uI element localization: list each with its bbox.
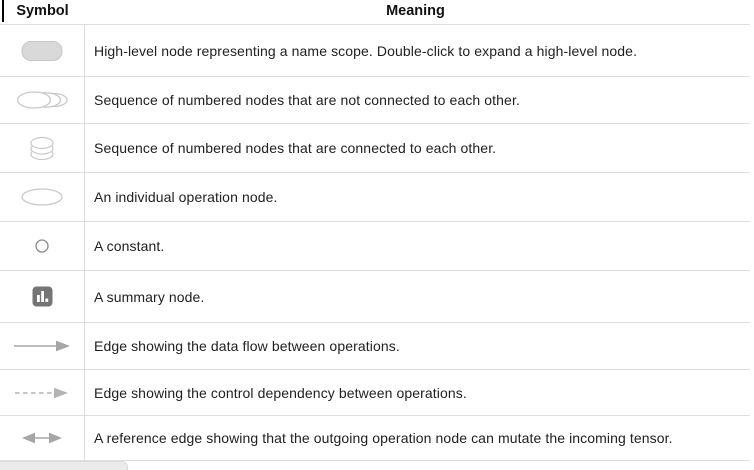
control-dependency-edge-icon [0,370,85,415]
meaning-text: Edge showing the data flow between opera… [94,338,400,354]
constant-icon [0,222,85,270]
horizontal-scrollbar-thumb[interactable] [0,461,128,470]
symbol-meaning-table: Symbol Meaning High-level node represent… [0,0,750,461]
table-row-constant: A constant. [0,222,750,271]
reference-edge-icon [0,416,85,460]
table-header-row: Symbol Meaning [0,0,750,25]
table-row-connected-series: Sequence of numbered nodes that are conn… [0,124,750,173]
meaning-text: Sequence of numbered nodes that are not … [94,92,520,108]
meaning-text: An individual operation node. [94,189,278,205]
table-row-namespace-node: High-level node representing a name scop… [0,25,750,77]
table-row-reference-edge: A reference edge showing that the outgoi… [0,416,750,461]
table-row-operation-node: An individual operation node. [0,173,750,222]
meaning-text: Sequence of numbered nodes that are conn… [94,140,497,156]
table-row-unconnected-series: Sequence of numbered nodes that are not … [0,77,750,124]
table-body: High-level node representing a name scop… [0,25,750,461]
operation-node-icon [0,173,85,221]
table-row-dataflow-edge: Edge showing the data flow between opera… [0,323,750,370]
meaning-text: Edge showing the control dependency betw… [94,384,467,401]
dataflow-edge-icon [0,323,85,369]
table-row-control-dependency-edge: Edge showing the control dependency betw… [0,370,750,416]
meaning-text: A reference edge showing that the outgoi… [94,430,673,446]
symbol-column-header: Symbol [16,3,69,19]
namespace-node-icon [0,25,85,76]
meaning-column-header: Meaning [386,3,445,19]
meaning-text: A summary node. [94,288,205,305]
meaning-text: High-level node representing a name scop… [94,42,638,59]
connected-series-icon [0,124,85,172]
unconnected-series-icon [0,77,85,123]
table-row-summary-node: A summary node. [0,271,750,323]
header-left-edge-mark [2,0,4,22]
meaning-text: A constant. [94,238,165,254]
summary-node-icon [0,271,85,322]
